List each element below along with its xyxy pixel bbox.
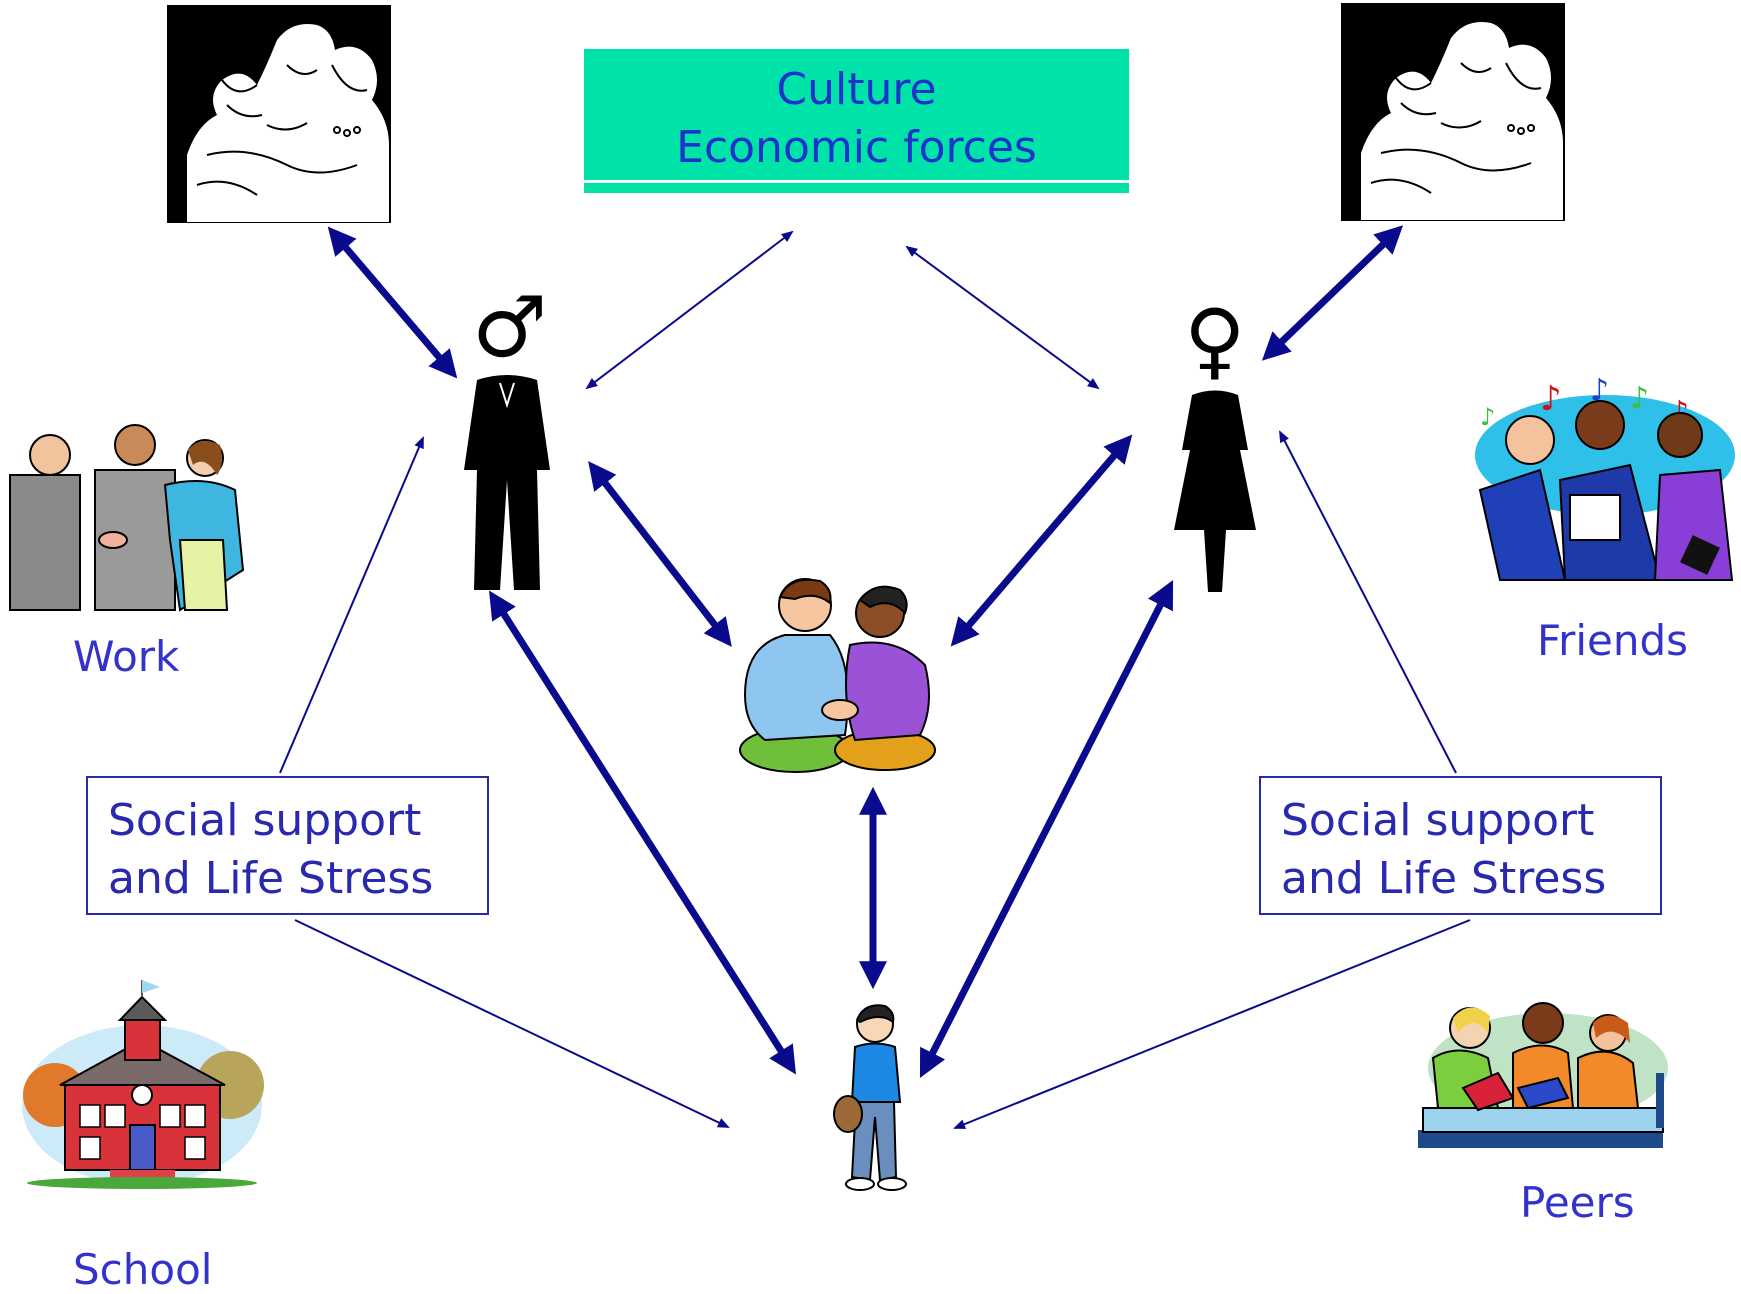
arrow-father-child xyxy=(489,590,796,1075)
arrow-culture-father xyxy=(585,230,794,390)
arrow-father-couple xyxy=(588,461,732,647)
economic-forces-line: Economic forces xyxy=(676,122,1037,173)
couple-picture xyxy=(735,575,940,775)
arrow-grandparents-left-father xyxy=(327,226,458,379)
arrow-stress-left-father xyxy=(279,436,424,774)
male-symbol-icon: ♂ xyxy=(472,278,548,376)
svg-text:♪: ♪ xyxy=(1480,403,1495,431)
father-figure: ♂ xyxy=(452,285,562,590)
child-picture xyxy=(830,1002,915,1192)
friends-label: Friends xyxy=(1537,616,1689,665)
social-support-left-line2: and Life Stress xyxy=(108,853,434,904)
school-picture xyxy=(20,980,265,1190)
grandparents-left-picture xyxy=(167,5,391,223)
arrow-stress-right-child xyxy=(953,919,1471,1129)
friends-picture: ♪ ♪ ♪ ♪ ♪ xyxy=(1470,373,1740,585)
social-support-left-line1: Social support xyxy=(108,795,422,846)
peers-picture xyxy=(1418,998,1673,1148)
social-support-right-line1: Social support xyxy=(1281,795,1595,846)
svg-text:♪: ♪ xyxy=(1630,381,1649,416)
arrow-stress-right-mother xyxy=(1279,430,1457,774)
work-label: Work xyxy=(73,632,180,681)
social-support-left-box: Social support and Life Stress xyxy=(86,776,489,915)
work-picture xyxy=(5,420,250,612)
peers-label: Peers xyxy=(1520,1178,1635,1227)
social-support-right-line2: and Life Stress xyxy=(1281,853,1607,904)
arrow-mother-couple xyxy=(950,434,1133,647)
grandparents-right-picture xyxy=(1341,3,1565,221)
svg-text:♪: ♪ xyxy=(1590,373,1609,408)
social-support-right-box: Social support and Life Stress xyxy=(1259,776,1662,915)
arrow-stress-left-child xyxy=(294,919,730,1128)
mother-figure: ♀ xyxy=(1160,298,1270,592)
arrow-mother-child xyxy=(919,580,1174,1078)
female-symbol-icon: ♀ xyxy=(1184,291,1246,389)
culture-economic-forces-box: Culture Economic forces xyxy=(584,49,1129,193)
arrow-grandparents-right-mother xyxy=(1261,225,1404,361)
arrow-culture-mother xyxy=(905,245,1100,390)
school-label: School xyxy=(73,1245,213,1294)
culture-line: Culture xyxy=(776,64,937,115)
culture-box-rule xyxy=(584,180,1129,183)
svg-text:♪: ♪ xyxy=(1540,379,1562,419)
